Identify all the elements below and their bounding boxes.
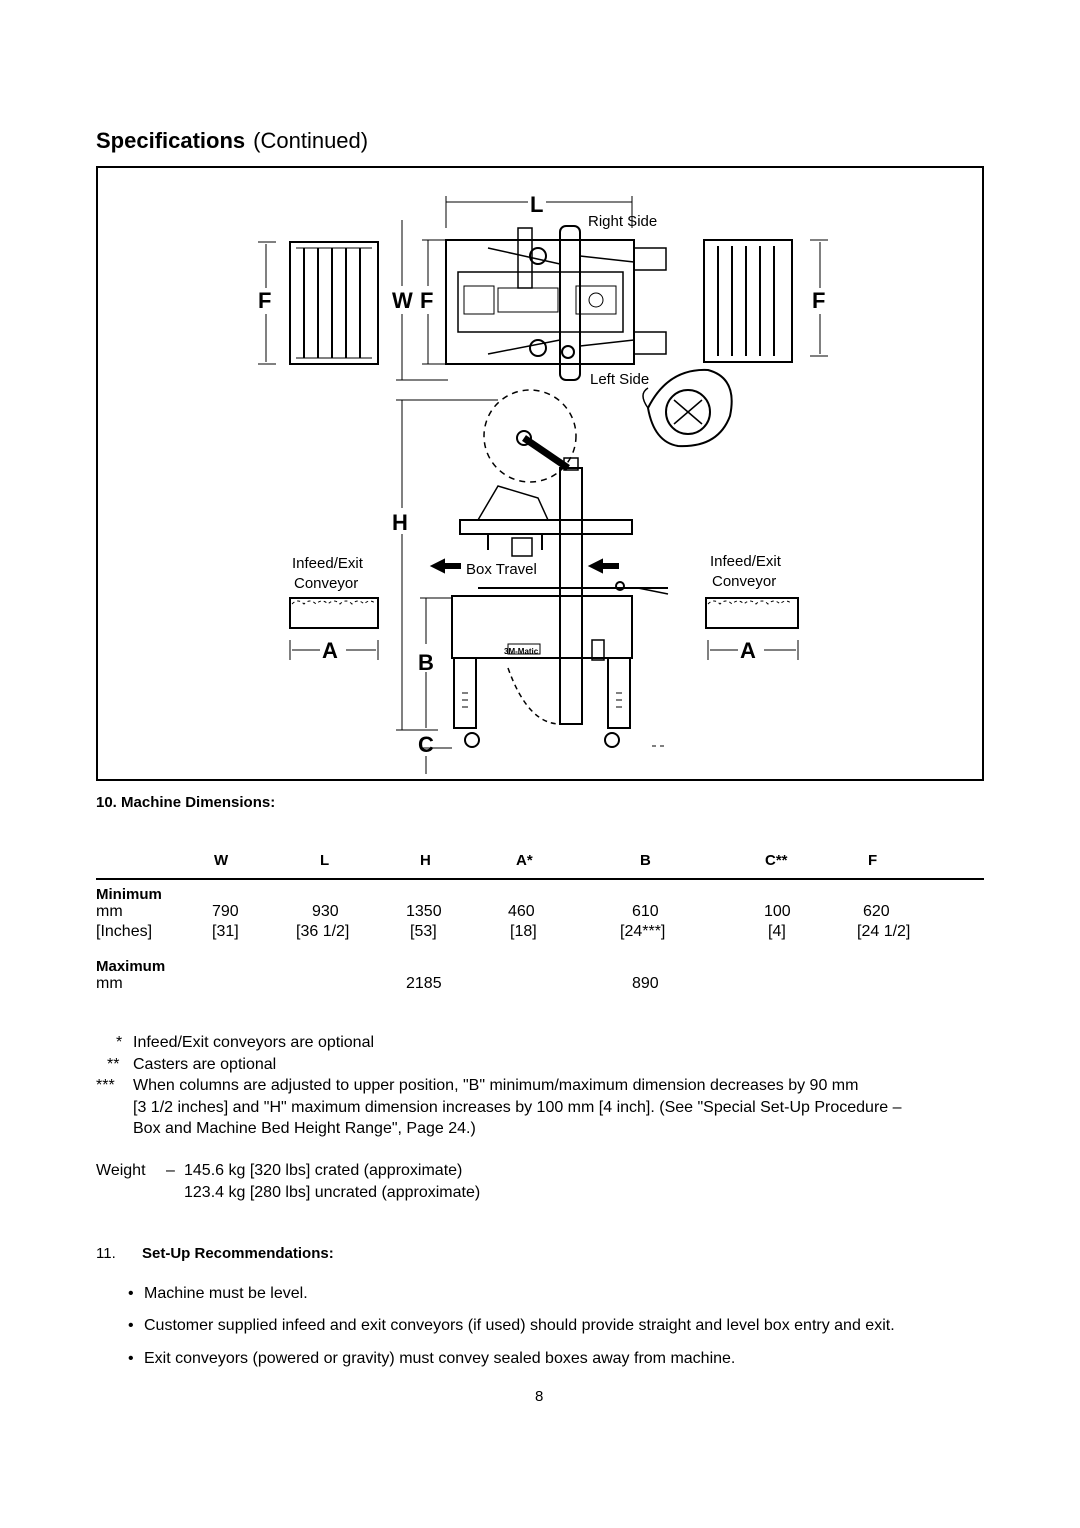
note-1-mark: * [116, 1034, 123, 1051]
note-1-text: Infeed/Exit conveyors are optional [133, 1034, 375, 1051]
infeed-left-line2: Conveyor [294, 575, 358, 592]
col-header-W: W [214, 852, 229, 869]
note-3-continued-2: Box and Machine Bed Height Range", Page … [133, 1120, 476, 1137]
dim-label-L: L [530, 192, 543, 217]
min-in-H: [53] [410, 923, 437, 940]
bullet-icon: • [128, 1285, 134, 1302]
min-in-F: [24 1/2] [857, 923, 911, 940]
weight-crated: 145.6 kg [320 lbs] crated (approximate) [184, 1162, 463, 1179]
col-header-B: B [640, 852, 651, 869]
max-mm-H: 2185 [406, 975, 442, 992]
left-conveyor-top-view [289, 241, 379, 365]
min-in-A: [18] [510, 923, 537, 940]
operator-figure [646, 368, 733, 448]
min-in-W: [31] [212, 923, 239, 940]
min-mm-F: 620 [863, 903, 890, 920]
min-mm-H: 1350 [406, 903, 442, 920]
col-header-L: L [320, 852, 330, 869]
weight-label: Weight [96, 1162, 146, 1179]
note-3-mark: *** [96, 1077, 115, 1094]
infeed-right-line1: Infeed/Exit [710, 553, 782, 570]
dim-label-C: C [418, 732, 434, 757]
right-conveyor-top-view [703, 239, 793, 363]
machine-dimensions-figure: L Right Side F W F F Left Side H Infeed/… [96, 166, 984, 781]
dim-label-F-left: F [258, 288, 271, 313]
list-item: Customer supplied infeed and exit convey… [144, 1317, 895, 1334]
list-item: Machine must be level. [144, 1285, 308, 1302]
machine-top-view [445, 239, 635, 365]
page-title-continued: (Continued) [253, 128, 369, 153]
note-3-text: When columns are adjusted to upper posit… [133, 1077, 859, 1094]
right-conveyor-side-view [705, 597, 799, 629]
section-10-heading: 10. Machine Dimensions: [96, 794, 276, 811]
note-2-text: Casters are optional [133, 1056, 277, 1073]
list-item: Exit conveyors (powered or gravity) must… [144, 1350, 736, 1367]
col-header-A: A* [516, 852, 533, 869]
machine-bed [451, 595, 633, 659]
box-travel-label: Box Travel [466, 561, 537, 578]
min-mm-B: 610 [632, 903, 659, 920]
min-in-C: [4] [768, 923, 786, 940]
dim-label-A-left: A [322, 638, 338, 663]
min-mm-A: 460 [508, 903, 535, 920]
page-title-main: Specifications [96, 128, 246, 153]
page-number: 8 [535, 1388, 544, 1405]
note-2-mark: ** [107, 1056, 120, 1073]
weight-uncrated: 123.4 kg [280 lbs] uncrated (approximate… [184, 1184, 481, 1201]
section-11-heading: Set-Up Recommendations: [142, 1245, 334, 1262]
left-conveyor-side-view [289, 597, 379, 629]
page-title: Specifications (Continued) [96, 128, 368, 154]
bullet-icon: • [128, 1317, 134, 1334]
min-inches-label: [Inches] [96, 923, 153, 940]
infeed-left-line1: Infeed/Exit [292, 555, 364, 572]
box-travel-arrow-left [429, 558, 461, 574]
right-side-label: Right Side [588, 213, 657, 230]
dim-label-A-right: A [740, 638, 756, 663]
min-mm-C: 100 [764, 903, 791, 920]
dim-label-F-right: F [812, 288, 825, 313]
tape-roll [483, 389, 577, 483]
weight-dash: – [166, 1162, 175, 1179]
max-mm-B: 890 [632, 975, 659, 992]
machine-brand-label: 3M-Matic [504, 647, 539, 656]
note-3-continued-1: [3 1/2 inches] and "H" maximum dimension… [133, 1099, 902, 1116]
box-travel-arrow-right [587, 558, 619, 574]
col-header-F: F [868, 852, 878, 869]
col-header-C: C** [765, 852, 788, 869]
infeed-right-line2: Conveyor [712, 573, 776, 590]
caster-right [604, 732, 620, 748]
table-header-rule [96, 878, 984, 880]
left-side-label: Left Side [590, 371, 649, 388]
caster-left [464, 732, 480, 748]
section-11-number: 11. [96, 1245, 116, 1262]
maximum-label: Maximum [96, 958, 166, 975]
dim-label-W: W [392, 288, 413, 313]
dim-label-B: B [418, 650, 434, 675]
min-in-B: [24***] [620, 923, 666, 940]
min-mm-label: mm [96, 903, 123, 920]
machine-drawing: L Right Side F W F F Left Side H Infeed/… [258, 192, 828, 774]
min-mm-L: 930 [312, 903, 339, 920]
max-mm-label: mm [96, 975, 123, 992]
min-mm-W: 790 [212, 903, 239, 920]
dim-label-H: H [392, 510, 408, 535]
min-in-L: [36 1/2] [296, 923, 350, 940]
dim-label-F-inner: F [420, 288, 433, 313]
col-header-H: H [420, 852, 431, 869]
bullet-icon: • [128, 1350, 134, 1367]
minimum-label: Minimum [96, 886, 162, 903]
